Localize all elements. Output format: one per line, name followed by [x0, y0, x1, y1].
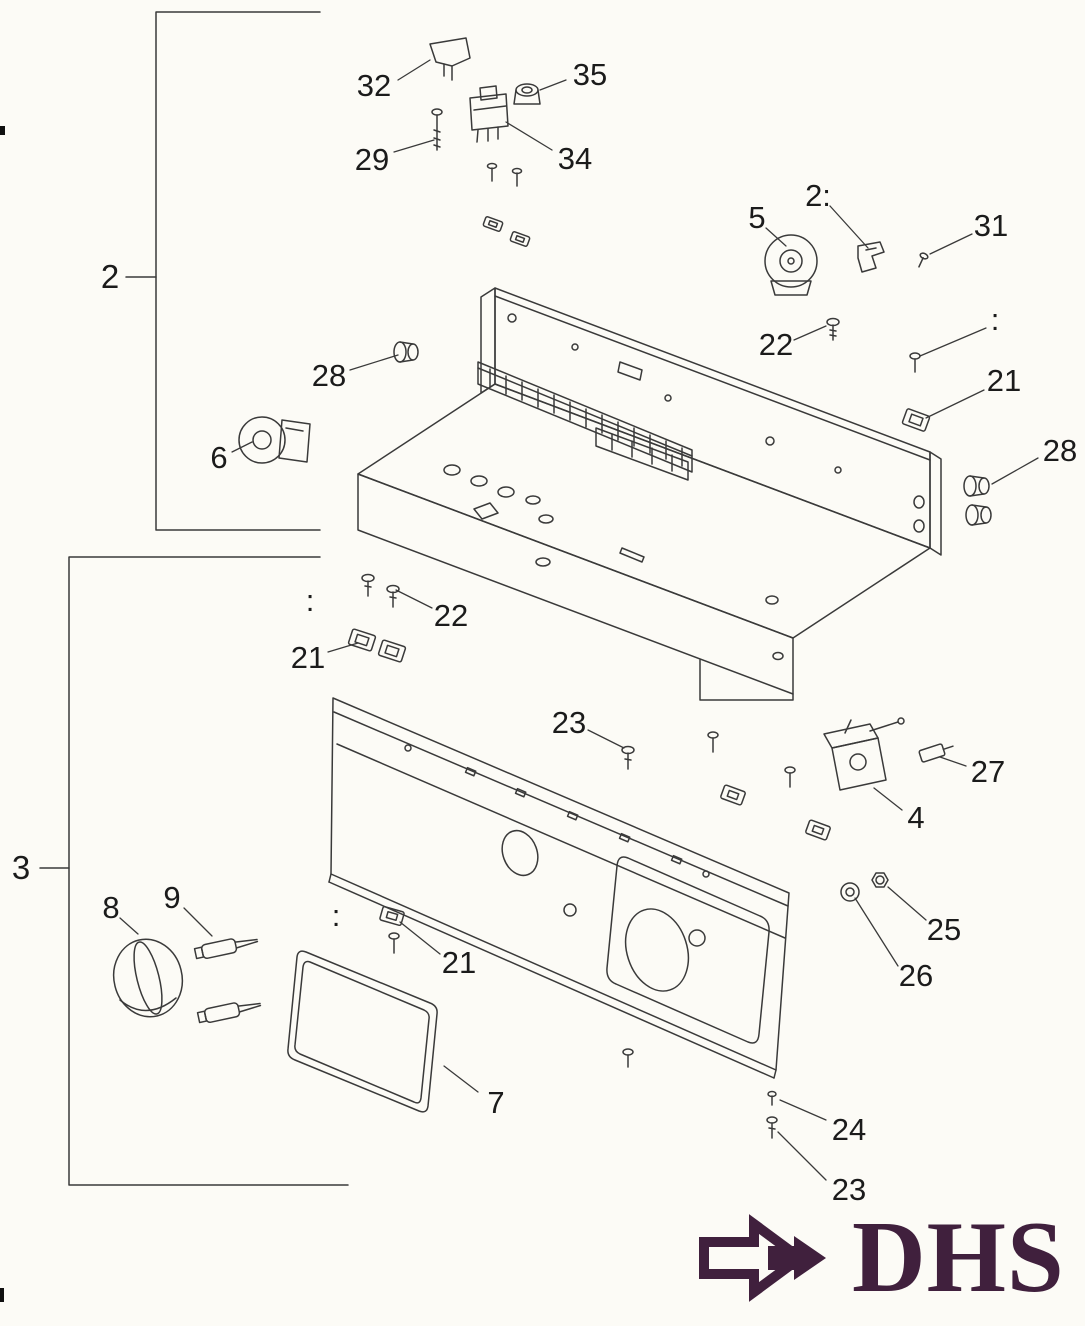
part-screw-mid-b [784, 766, 796, 788]
scan-artifact-bottom-left [0, 1288, 4, 1302]
callout-7: 7 [487, 1085, 505, 1120]
part-screw-small-a [486, 162, 498, 182]
part-screw-22c [386, 584, 400, 608]
part-mounting-bracket [857, 241, 885, 273]
dhs-logo: DHS [698, 1201, 1065, 1315]
part-front-console [328, 697, 790, 1079]
callout-29: 29 [354, 142, 390, 177]
group-label-3: 3 [11, 849, 31, 886]
part-selector-switch [238, 416, 311, 464]
callout-8: 8 [102, 890, 120, 925]
callout-25: 25 [926, 912, 962, 947]
part-clip-21c [377, 639, 407, 663]
group-bracket-3 [39, 556, 349, 1186]
part-grommet-left [393, 341, 419, 363]
part-knob [112, 938, 184, 1018]
part-grommet-right-a [963, 475, 990, 497]
part-clip-top-a [482, 216, 504, 232]
callout-34: 34 [557, 141, 593, 176]
part-switch-34 [469, 85, 509, 143]
callout-23-b: 23 [831, 1172, 867, 1207]
part-lamp-holder-a [193, 938, 259, 960]
part-washer-26 [840, 882, 860, 902]
part-upper-chassis [357, 287, 942, 701]
part-clip-mid-b [805, 819, 831, 841]
part-clip-21a [901, 408, 931, 432]
part-clip-21d [379, 905, 405, 927]
part-screw-bottom-center [622, 1048, 634, 1068]
part-screw-below-clip [388, 932, 400, 954]
callout-colon-c: : [331, 898, 341, 933]
callout-27: 27 [970, 754, 1006, 789]
part-nut-25 [871, 872, 889, 888]
callout-21-b: 21 [290, 640, 326, 675]
callout-28-a: 28 [1042, 433, 1078, 468]
part-screw-31 [918, 252, 929, 268]
group-bracket-2 [125, 11, 321, 531]
part-screw-small-b [511, 167, 523, 187]
part-cap-35 [513, 83, 541, 105]
callout-21-c: 21 [441, 945, 477, 980]
callout-9: 9 [163, 880, 181, 915]
callout-4: 4 [907, 800, 925, 835]
callout-2-colon: 2: [805, 178, 831, 213]
part-screw-22b [361, 573, 375, 597]
callout-35: 35 [572, 57, 608, 92]
callout-colon-b: : [305, 583, 315, 618]
part-bracket-32 [429, 37, 471, 81]
part-screw-23b [766, 1116, 778, 1139]
part-timer-motor [823, 717, 905, 791]
dhs-logo-text: DHS [852, 1201, 1065, 1315]
callout-22-b: 22 [433, 598, 469, 633]
part-screw-mid-a [707, 731, 719, 753]
callout-28-b: 28 [311, 358, 347, 393]
callout-leader-lines [119, 59, 1039, 1181]
group-label-2: 2 [100, 258, 120, 295]
part-screw-29 [431, 108, 443, 151]
callout-23-a: 23 [551, 705, 587, 740]
part-clip-top-b [509, 231, 531, 247]
scan-artifact-left [0, 126, 5, 135]
part-lens-window [287, 950, 438, 1113]
callout-31: 31 [973, 208, 1009, 243]
part-screw-24 [767, 1090, 777, 1106]
part-lamp-holder-b [196, 1002, 262, 1024]
part-buzzer [764, 234, 818, 296]
callout-colon-a: : [990, 302, 1000, 337]
part-screw-22a [826, 317, 840, 341]
part-terminal-27 [918, 743, 954, 763]
part-grommet-right-b [965, 504, 992, 526]
callout-22-a: 22 [758, 327, 794, 362]
callout-6: 6 [210, 440, 228, 475]
part-screw-right [909, 352, 921, 373]
dhs-logo-arrow-icon [699, 1214, 826, 1302]
callout-26: 26 [898, 958, 934, 993]
callout-5: 5 [748, 200, 766, 235]
callout-32: 32 [356, 68, 392, 103]
callout-21-a: 21 [986, 363, 1022, 398]
part-clip-mid-a [720, 784, 746, 806]
part-screw-23a [621, 745, 635, 770]
callout-24: 24 [831, 1112, 867, 1147]
part-clip-21b [347, 628, 377, 652]
